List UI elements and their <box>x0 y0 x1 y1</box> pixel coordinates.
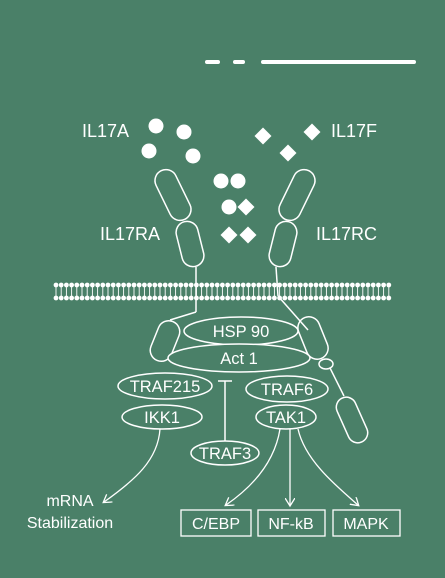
traf6-node <box>245 375 329 403</box>
il17a-ligand-circles <box>141 118 246 215</box>
il17a-label: IL17A <box>82 121 129 141</box>
receptor-intracellular-domains <box>149 316 369 444</box>
tak1-node <box>255 404 317 430</box>
cebp-label: C/EBP <box>192 516 240 533</box>
tak1-label: TAK1 <box>266 409 306 427</box>
nfkb-box <box>257 509 326 537</box>
mapk-label: MAPK <box>343 516 389 533</box>
il17f-ligand-diamonds <box>220 123 321 244</box>
mrna-label: mRNA <box>46 493 93 510</box>
act1-node <box>167 343 311 373</box>
traf6-label: TRAF6 <box>261 381 313 399</box>
il17f-label: IL17F <box>331 121 377 141</box>
il17ra-label: IL17RA <box>100 224 160 244</box>
ikk1-label: IKK1 <box>144 409 180 427</box>
mapk-box <box>332 509 401 537</box>
il17rc-receptor <box>268 168 316 331</box>
hsp90-label: HSP 90 <box>213 323 270 341</box>
arrow-to-cebp <box>226 428 281 505</box>
act1-label: Act 1 <box>220 350 258 368</box>
il17rc-label: IL17RC <box>316 224 377 244</box>
cell-membrane <box>53 282 392 301</box>
traf215-label: TRAF215 <box>130 378 201 396</box>
traf3-inhibition-line <box>218 380 232 441</box>
arrow-to-mrna <box>104 428 161 502</box>
cebp-box <box>180 509 252 537</box>
arrow-to-mapk <box>297 428 358 505</box>
nfkb-label: NF-kB <box>268 516 313 533</box>
traf215-node <box>117 372 213 400</box>
stabilization-label: Stabilization <box>27 515 113 532</box>
traf3-label: TRAF3 <box>199 445 251 463</box>
signal-arrows <box>104 428 358 505</box>
ikk1-node <box>121 404 203 430</box>
